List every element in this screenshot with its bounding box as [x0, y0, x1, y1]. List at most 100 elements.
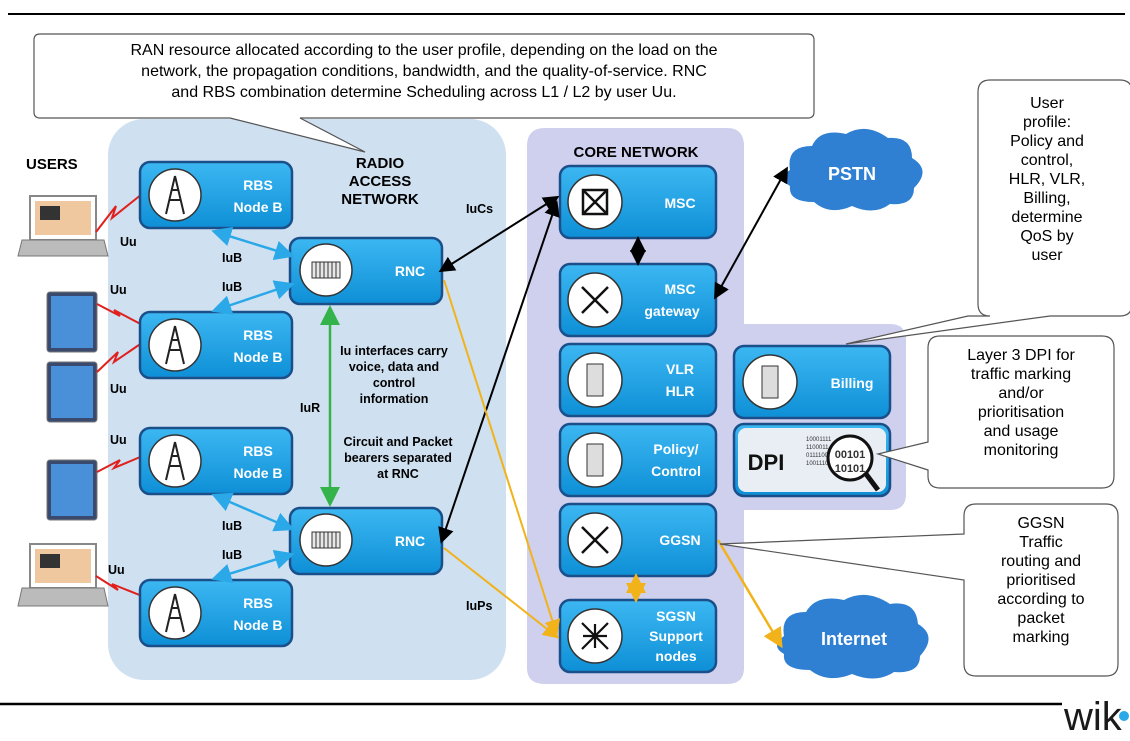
dpi-label: DPI [748, 450, 785, 475]
uu-label: Uu [108, 563, 125, 577]
rbs-label: Node B [234, 465, 283, 481]
iub-link [211, 492, 295, 532]
antenna-tower-icon [148, 586, 202, 640]
user-profile-line: HLR, VLR, [1009, 171, 1085, 188]
ran-title-1: RADIO [356, 155, 405, 172]
core-node-label: MSC [664, 281, 695, 297]
core-node-label: MSC [664, 195, 695, 211]
rnc-label: RNC [395, 263, 425, 279]
laptop-icon [17, 195, 109, 257]
rbs-label: RBS [243, 177, 273, 193]
iub-label: IuB [222, 280, 242, 294]
iu-note-line: voice, data and [349, 360, 439, 374]
billing-node: Billing [732, 344, 892, 420]
user-profile-line: User [1030, 95, 1064, 112]
dpi-node: DPI 10001111 1100011 0111100 10011100 00… [732, 422, 892, 498]
dpi-note-line: prioritisation [978, 404, 1064, 421]
bearer-note-line: Circuit and Packet [343, 435, 453, 449]
ggsn-callout [719, 503, 1119, 677]
tablet-icon [46, 291, 98, 353]
antenna-tower-icon [148, 168, 202, 222]
core-title: CORE NETWORK [574, 144, 699, 161]
rbs-label: Node B [234, 617, 283, 633]
uu-label: Uu [110, 433, 127, 447]
radio-link [96, 303, 153, 331]
tablet-icon [46, 459, 98, 521]
dpi-note-line: monitoring [984, 442, 1059, 459]
rbs-node-4: RBS Node B [138, 578, 294, 648]
user-profile-callout [845, 79, 1130, 345]
ggsn-note-line: packet [1017, 610, 1065, 627]
dpi-bits: 0111100 [806, 453, 829, 459]
iu-note-line: Iu interfaces carry [340, 344, 448, 358]
user-profile-line: determine [1011, 209, 1082, 226]
iups-link [443, 547, 560, 639]
user-profile-line: QoS by [1020, 228, 1073, 245]
dpi-note-line: and usage [984, 423, 1059, 440]
dpi-note-line: Layer 3 DPI for [967, 347, 1075, 364]
iur-label: IuR [300, 401, 320, 415]
core-node-label: VLR [666, 361, 694, 377]
rnc-node-2: RNC [288, 506, 444, 576]
iub-label: IuB [222, 519, 242, 533]
wik-logo: wik [1063, 695, 1129, 739]
core-node-label: nodes [655, 648, 696, 664]
rbs-label: RBS [243, 327, 273, 343]
top-callout-line-2: network, the propagation conditions, ban… [141, 63, 707, 80]
ggsn-note-line: according to [997, 591, 1084, 608]
core-node-label: GGSN [659, 532, 700, 548]
bearer-note-line: at RNC [377, 467, 419, 481]
users-label: USERS [26, 156, 78, 173]
sgsn-node: SGSN Support nodes [558, 598, 718, 674]
cloud-label: PSTN [828, 164, 876, 184]
user-profile-line: profile: [1023, 114, 1071, 131]
iu-note-line: information [360, 392, 429, 406]
core-node-label: gateway [644, 303, 699, 319]
radio-link [95, 575, 153, 601]
iub-link [211, 549, 295, 584]
internet-link [716, 539, 783, 649]
core-node-label: HLR [666, 383, 695, 399]
dpi-bits: 1100011 [806, 445, 829, 451]
tablet-icon [46, 361, 98, 423]
core-node-label: SGSN [656, 608, 696, 624]
laptop-icon [17, 543, 109, 607]
radio-link [96, 451, 153, 473]
user-profile-line: Billing, [1023, 190, 1070, 207]
core-node-label: Control [651, 463, 701, 479]
rbs-node-2: RBS Node B [138, 310, 294, 380]
pstn-cloud: PSTN [783, 128, 923, 211]
rbs-label: RBS [243, 443, 273, 459]
msc-gateway-node: MSC gateway [558, 262, 718, 338]
rnc-node-1: RNC [288, 236, 444, 306]
iups-link [443, 279, 560, 636]
radio-link [96, 335, 153, 373]
user-profile-line: Policy and [1010, 133, 1084, 150]
iucs-link [438, 200, 560, 544]
dpi-note-line: traffic marking [971, 366, 1071, 383]
iups-label: IuPs [466, 599, 492, 613]
ggsn-note-line: Traffic [1019, 534, 1063, 551]
antenna-tower-icon [148, 318, 202, 372]
rnc-label: RNC [395, 533, 425, 549]
rbs-label: Node B [234, 199, 283, 215]
rbs-node-1: RBS Node B [138, 160, 294, 230]
ran-title-2: ACCESS [349, 173, 412, 190]
user-profile-line: control, [1021, 152, 1073, 169]
dpi-bits: 00101 [835, 449, 866, 461]
policy-control-node: Policy/ Control [558, 422, 718, 498]
core-node-label: Policy/ [653, 441, 698, 457]
dpi-note-line: and/or [998, 385, 1044, 402]
ggsn-note-line: prioritised [1006, 572, 1075, 589]
svg-text:wik: wik [1063, 695, 1123, 736]
cloud-label: Internet [821, 629, 887, 649]
core-node-label: Support [649, 628, 703, 644]
msc-node: MSC [558, 164, 718, 240]
top-callout-line-3: and RBS combination determine Scheduling… [171, 84, 676, 101]
dpi-bits: 10011100 [806, 461, 832, 467]
iub-link [211, 226, 295, 261]
dpi-callout [875, 335, 1115, 489]
rbs-label: RBS [243, 595, 273, 611]
uu-label: Uu [120, 235, 137, 249]
